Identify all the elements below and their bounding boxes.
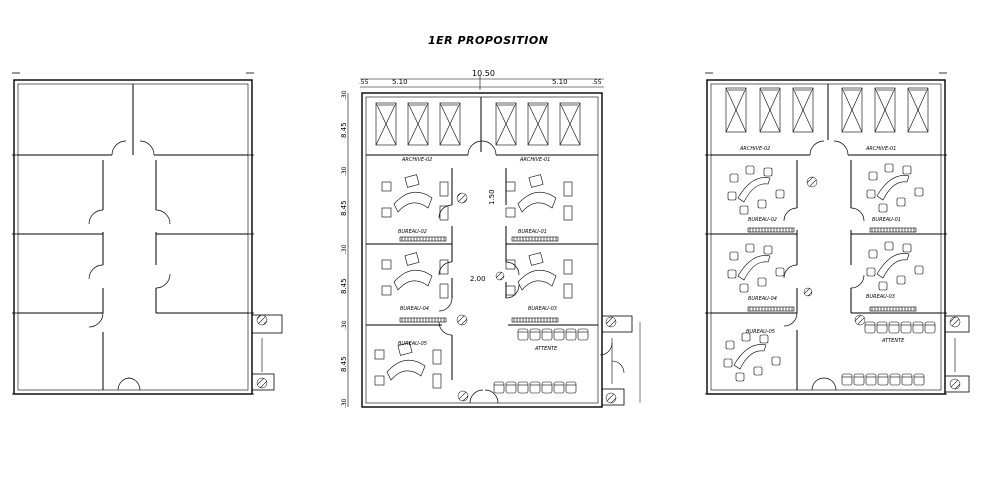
dim-left-span: 5.10 xyxy=(392,78,408,86)
dim-wall-offset-2: .30 xyxy=(341,166,348,176)
dim-wall-left: .55 xyxy=(359,79,369,86)
room-label: BUREAU-02 xyxy=(398,229,427,235)
dim-corridor-width: 1.50 xyxy=(488,189,496,205)
dim-wall-offset-4: .30 xyxy=(341,320,348,330)
dim-wall-right: .55 xyxy=(592,79,602,86)
room-label: BUREAU-02 xyxy=(748,217,777,223)
room-label: ARCHIVE-02 xyxy=(401,157,432,163)
dim-row-2: 8.45 xyxy=(340,200,348,216)
room-label: BUREAU-04 xyxy=(400,306,429,312)
plan-left xyxy=(12,72,283,395)
dim-corridor-opening: 2.00 xyxy=(470,275,486,283)
office-furniture xyxy=(723,163,924,382)
room-label: BUREAU-03 xyxy=(528,306,557,312)
room-label: ARCHIVE-01 xyxy=(865,146,896,152)
room-label: BUREAU-01 xyxy=(518,229,547,235)
plan-right xyxy=(705,72,970,395)
dim-right-span: 5.10 xyxy=(552,78,568,86)
room-label: BUREAU-05 xyxy=(746,329,775,335)
dim-row-3: 8.45 xyxy=(340,278,348,294)
dim-overall-width: 10.50 xyxy=(472,69,495,78)
room-label: ARCHIVE-02 xyxy=(739,146,770,152)
room-label: ARCHIVE-01 xyxy=(519,157,550,163)
room-label: ATTENTE xyxy=(534,346,558,352)
drawing-title: 1ER PROPOSITION xyxy=(428,34,549,47)
waiting-chairs xyxy=(493,328,589,394)
dim-wall-offset-1: .30 xyxy=(341,90,348,100)
dim-row-1: 8.45 xyxy=(340,122,348,138)
office-furniture xyxy=(374,174,573,389)
waiting-chairs xyxy=(841,321,936,386)
room-label: ATTENTE xyxy=(881,338,905,344)
dim-row-4: 8.45 xyxy=(340,356,348,372)
room-label: BUREAU-01 xyxy=(872,217,901,223)
dim-wall-offset-3: .30 xyxy=(341,244,348,254)
room-label: BUREAU-04 xyxy=(748,296,777,302)
room-label: BUREAU-03 xyxy=(866,294,895,300)
dim-wall-offset-5: .30 xyxy=(341,398,348,408)
archive-shelving xyxy=(375,102,581,146)
plan-middle xyxy=(347,76,641,408)
archive-shelving xyxy=(725,87,929,133)
room-label: BUREAU-05 xyxy=(398,341,427,347)
